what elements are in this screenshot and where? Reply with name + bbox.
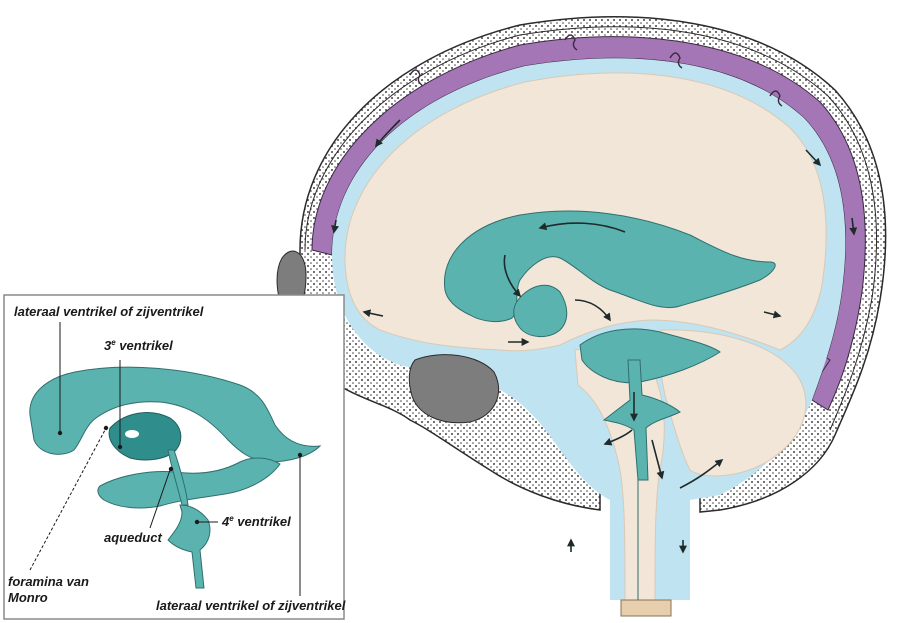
inset-panel: lateraal ventrikel of zijventrikel 3e ve…: [4, 295, 346, 619]
lead-dot-aqueduct: [169, 467, 173, 471]
label-aqueduct: aqueduct: [104, 530, 162, 545]
sagittal-head: [268, 17, 886, 616]
lead-dot-lateral-bottom: [298, 453, 302, 457]
spinal-cord-cut: [621, 600, 671, 616]
lead-dot-third: [118, 445, 122, 449]
label-lateral-ventricle-top: lateraal ventrikel of zijventrikel: [14, 304, 204, 319]
label-foramina-line1: foramina van: [8, 574, 89, 589]
label-foramina-line2: Monro: [8, 590, 48, 605]
label-lateral-ventricle-bottom: lateraal ventrikel of zijventrikel: [156, 598, 346, 613]
lead-dot-foramina: [104, 426, 108, 430]
lead-dot-lateral-top: [58, 431, 62, 435]
inset-thalamus-hole: [125, 430, 139, 438]
lead-dot-fourth: [195, 520, 199, 524]
